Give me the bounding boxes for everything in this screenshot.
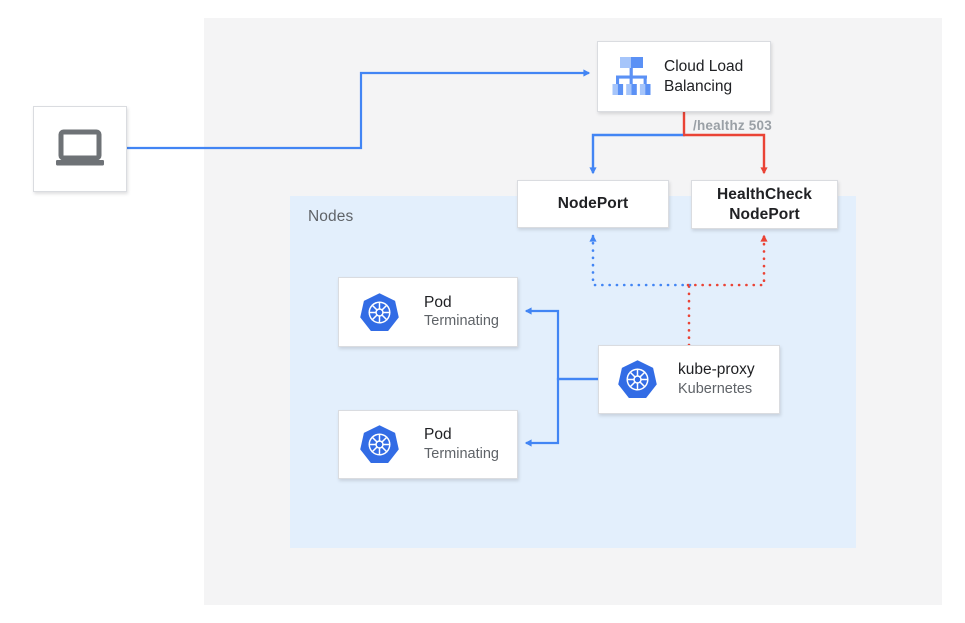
- pod-2-title: Pod: [424, 426, 452, 444]
- pod-1-node[interactable]: Pod Terminating: [338, 277, 518, 347]
- pod-2-status: Terminating: [424, 445, 499, 462]
- nodes-group-label: Nodes: [308, 208, 354, 225]
- kube-proxy-label: kube-proxy Kubernetes: [678, 360, 755, 399]
- kube-proxy-node[interactable]: kube-proxy Kubernetes: [598, 345, 780, 414]
- kube-proxy-subtitle: Kubernetes: [678, 380, 753, 397]
- kubernetes-icon: [618, 360, 657, 398]
- cloud-load-balancing-node[interactable]: Cloud Load Balancing: [597, 41, 771, 112]
- cloud-load-balancing-icon: [612, 57, 651, 95]
- pod-1-label: Pod Terminating: [424, 293, 499, 332]
- nodeport-node[interactable]: NodePort: [517, 180, 669, 228]
- pod-2-label: Pod Terminating: [424, 425, 499, 464]
- nodeport-label: NodePort: [557, 195, 629, 213]
- hc-line-1: HealthCheck: [717, 186, 812, 204]
- pod-2-node[interactable]: Pod Terminating: [338, 410, 518, 479]
- pod-1-status: Terminating: [424, 313, 499, 330]
- pod-1-title: Pod: [424, 293, 452, 311]
- cloud-load-balancing-label: Cloud Load Balancing: [664, 57, 743, 97]
- kubernetes-icon: [360, 292, 399, 331]
- laptop-icon: [56, 129, 104, 166]
- healthcheck-nodeport-node[interactable]: HealthCheck NodePort: [691, 180, 838, 229]
- hc-line-2: NodePort: [729, 205, 800, 223]
- client-laptop-node[interactable]: [33, 106, 127, 192]
- kube-proxy-title: kube-proxy: [678, 361, 755, 379]
- healthz-503-annotation: /healthz 503: [693, 118, 772, 133]
- healthcheck-nodeport-label: HealthCheck NodePort: [717, 185, 812, 224]
- kubernetes-icon: [360, 425, 399, 463]
- clb-line-1: Cloud Load: [664, 57, 744, 75]
- clb-line-2: Balancing: [664, 77, 733, 95]
